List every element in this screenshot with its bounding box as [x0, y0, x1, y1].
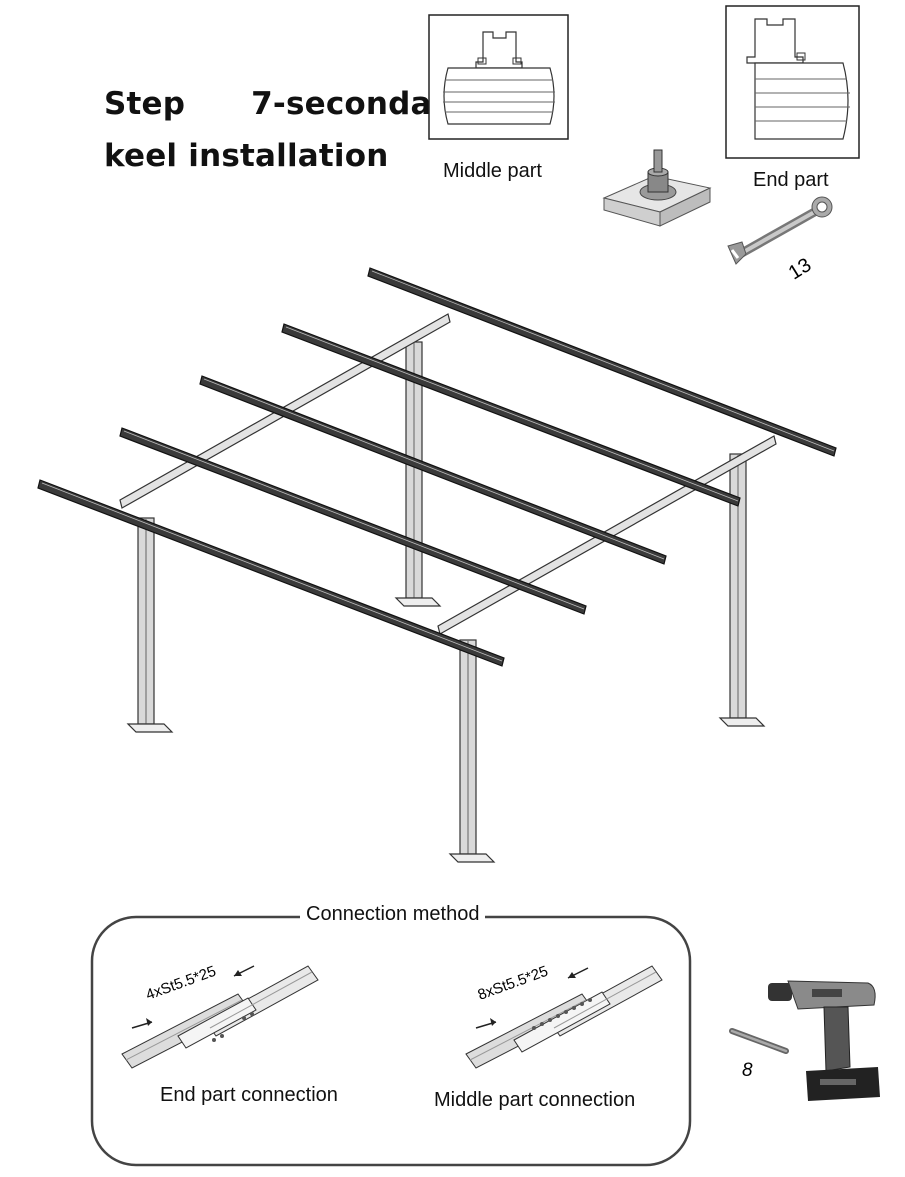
- end-part-detail: [725, 5, 860, 159]
- secondary-keel-4: [119, 427, 587, 615]
- bit-size-label: 8: [742, 1060, 753, 1081]
- svg-text:8: 8: [742, 1060, 753, 1081]
- connection-method-legend: Connection method: [300, 903, 486, 926]
- end-part-caption: End part: [753, 169, 829, 191]
- end-part-connection-drawing: 4xSt5.5*25: [121, 963, 319, 1069]
- step-title: Step 7-secondary keel installation: [104, 78, 468, 182]
- secondary-keel-1: [367, 267, 837, 457]
- step-title-line-2: keel installation: [104, 138, 389, 174]
- secondary-keel-2: [281, 323, 741, 507]
- step-title-line-1: Step 7-secondary: [104, 86, 468, 122]
- clamp-icon: [602, 149, 712, 227]
- leg-front-right: [448, 639, 496, 863]
- middle-part-connection-drawing: 8xSt5.5*25: [465, 963, 663, 1069]
- svg-text:8xSt5.5*25: 8xSt5.5*25: [476, 963, 551, 1004]
- secondary-keel-3: [199, 375, 667, 565]
- drill-icon: [729, 980, 880, 1101]
- wrench-size-label: 13: [785, 254, 816, 282]
- middle-part-connection-caption: Middle part connection: [434, 1089, 636, 1111]
- frame-structure-drawing: [37, 267, 837, 863]
- wrench-icon: [727, 196, 833, 265]
- middle-part-detail: [428, 14, 569, 140]
- middle-part-caption: Middle part: [443, 160, 542, 182]
- end-part-connection-caption: End part connection: [160, 1084, 338, 1106]
- secondary-keel-5: [37, 479, 505, 667]
- svg-text:4xSt5.5*25: 4xSt5.5*25: [144, 963, 219, 1004]
- leg-back-right: [718, 453, 766, 727]
- leg-front-left: [126, 517, 174, 733]
